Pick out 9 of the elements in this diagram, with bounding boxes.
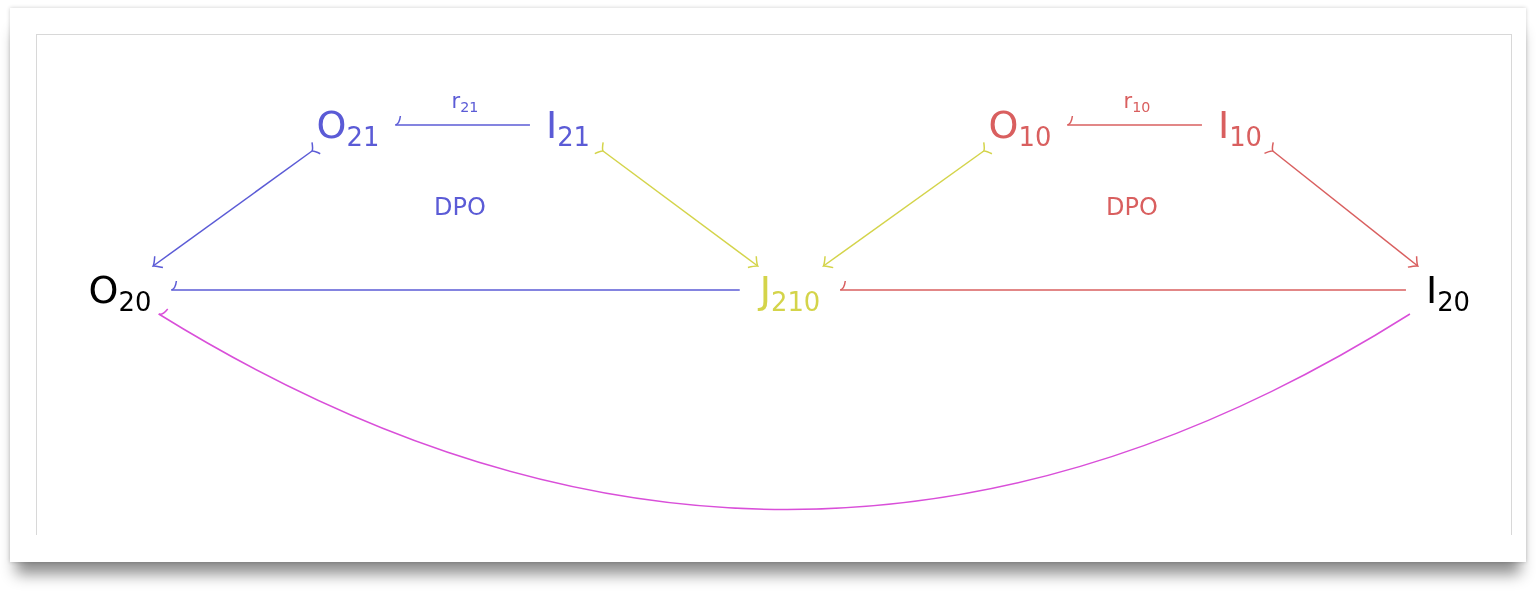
square-label: DPO — [434, 193, 486, 221]
object-label: O$_{20}$ — [78, 268, 162, 312]
object-label: I$_{20}$ — [1415, 268, 1481, 312]
object-label: O$_{21}$ — [306, 103, 390, 147]
object-label: O$_{10}$ — [978, 103, 1062, 147]
object-label: I$_{10}$ — [1207, 103, 1273, 147]
square-label: DPO — [1106, 193, 1158, 221]
object-label: I$_{21}$ — [535, 103, 601, 147]
object-label: J$_{210}$ — [749, 268, 831, 312]
